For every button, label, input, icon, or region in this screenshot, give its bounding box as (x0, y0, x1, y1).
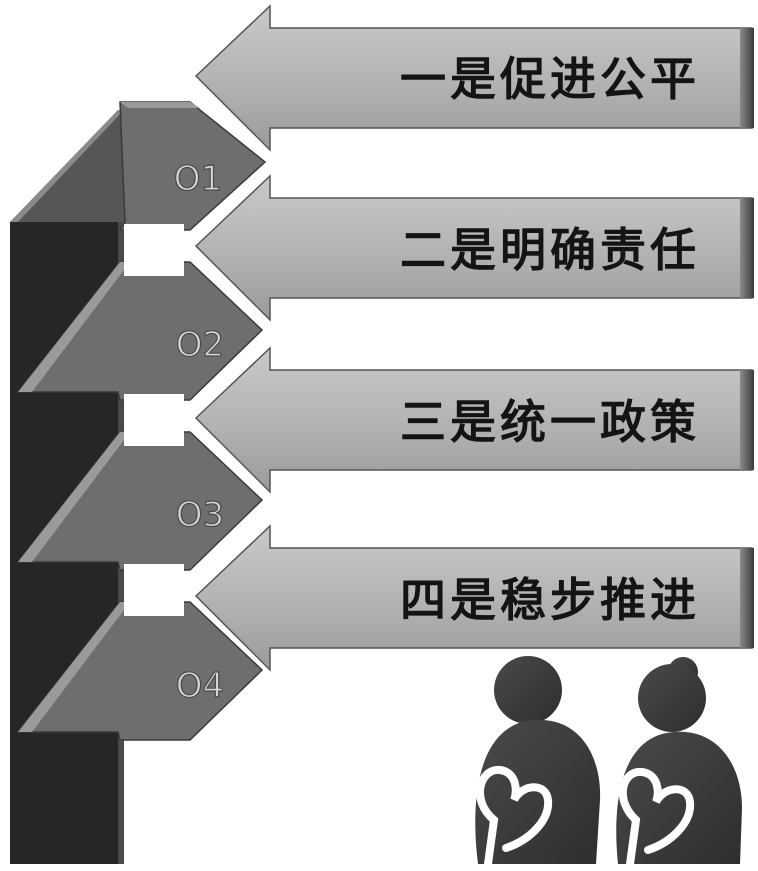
step-2: 二是明确责任 O2 (16, 174, 754, 401)
elderly-woman-icon (616, 657, 742, 868)
step-number-4: O4 (176, 666, 224, 706)
step-label-1: 一是促进公平 (400, 52, 700, 106)
elderly-couple-with-canes-icon (475, 656, 742, 868)
step-label-3: 三是统一政策 (400, 395, 700, 449)
heart-cane-left (475, 766, 553, 868)
elderly-man-icon (475, 656, 601, 868)
step-label-4: 四是稳步推进 (400, 573, 700, 627)
step-3: 三是统一政策 O3 (16, 346, 754, 571)
step-number-1: O1 (174, 159, 222, 199)
heart-cane-right (618, 768, 695, 868)
step-1: 一是促进公平 O1 (118, 4, 754, 231)
step-4: 四是稳步推进 O4 (16, 524, 754, 741)
notch-3 (124, 394, 184, 446)
step-label-2: 二是明确责任 (400, 223, 700, 277)
stair-block-4 (10, 732, 118, 864)
notch-4 (124, 564, 184, 616)
step-number-2: O2 (176, 325, 224, 365)
step-number-3: O3 (176, 495, 224, 535)
notch-2 (124, 224, 184, 276)
